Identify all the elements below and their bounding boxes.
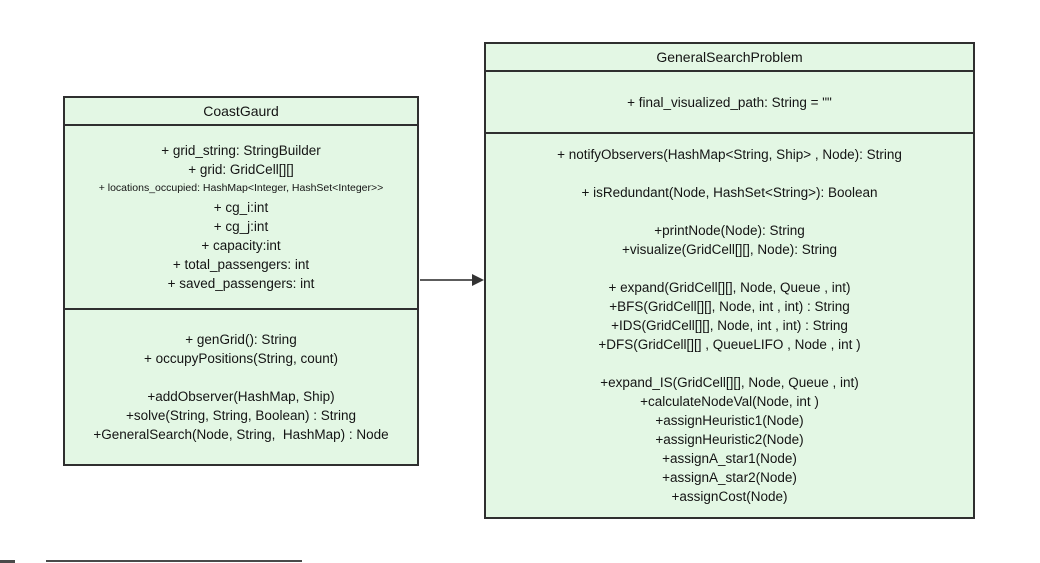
method-line: + genGrid(): String [185, 332, 297, 347]
method-line: +expand_IS(GridCell[][], Node, Queue , i… [600, 375, 859, 390]
coastgaurd-methods-section: + genGrid(): String + occupyPositions(St… [65, 310, 417, 464]
attribute-line: + grid_string: StringBuilder [161, 143, 321, 158]
method-line: +BFS(GridCell[][], Node, int , int) : St… [609, 299, 850, 314]
generalsearchproblem-attributes-section: + final_visualized_path: String = "" [486, 72, 973, 134]
method-line: +calculateNodeVal(Node, int ) [640, 394, 819, 409]
class-box-generalsearchproblem[interactable]: GeneralSearchProblem + final_visualized_… [484, 42, 975, 519]
blank-line [486, 354, 973, 373]
generalsearchproblem-methods-section: + notifyObservers(HashMap<String, Ship> … [486, 134, 973, 517]
attribute-line: + saved_passengers: int [167, 276, 315, 291]
method-line: +assignHeuristic2(Node) [655, 432, 804, 447]
attribute-line: + final_visualized_path: String = "" [627, 94, 832, 110]
method-line: +GeneralSearch(Node, String, HashMap) : … [93, 427, 389, 442]
coastgaurd-attributes-section: + grid_string: StringBuilder + grid: Gri… [65, 126, 417, 310]
attribute-line: + locations_occupied: HashMap<Integer, H… [98, 182, 384, 194]
method-line: +assignA_star1(Node) [662, 451, 797, 466]
blank-line [486, 259, 973, 278]
blank-line [486, 164, 973, 183]
method-line: + isRedundant(Node, HashSet<String>): Bo… [581, 185, 878, 200]
method-line: +IDS(GridCell[][], Node, int , int) : St… [611, 318, 848, 333]
method-line: +printNode(Node): String [654, 223, 805, 238]
method-line: + notifyObservers(HashMap<String, Ship> … [557, 147, 902, 162]
method-line: +assignHeuristic1(Node) [655, 413, 804, 428]
class-title-generalsearchproblem: GeneralSearchProblem [486, 44, 973, 72]
arrow-line [420, 279, 473, 281]
attribute-line: + total_passengers: int [172, 257, 310, 272]
class-title-coastgaurd: CoastGaurd [65, 98, 417, 126]
bottom-edge-line-long [46, 560, 302, 562]
blank-line [65, 368, 417, 387]
method-line: +solve(String, String, Boolean) : String [126, 408, 356, 423]
method-line: + expand(GridCell[][], Node, Queue , int… [608, 280, 851, 295]
attribute-line: + cg_i:int [213, 200, 269, 215]
method-line: + occupyPositions(String, count) [144, 351, 338, 366]
attribute-line: + capacity:int [201, 238, 281, 253]
attribute-line: + grid: GridCell[][] [188, 162, 294, 177]
method-line: +DFS(GridCell[][] , QueueLIFO , Node , i… [598, 337, 861, 352]
method-line: +assignA_star2(Node) [662, 470, 797, 485]
bottom-edge-line-short [0, 560, 15, 563]
attribute-line: + cg_j:int [213, 219, 269, 234]
method-line: +visualize(GridCell[][], Node): String [622, 242, 837, 257]
method-line: +addObserver(HashMap, Ship) [147, 389, 335, 404]
blank-line [486, 202, 973, 221]
method-line: +assignCost(Node) [671, 489, 788, 504]
class-box-coastgaurd[interactable]: CoastGaurd + grid_string: StringBuilder … [63, 96, 419, 466]
arrow-head-icon [472, 274, 484, 286]
